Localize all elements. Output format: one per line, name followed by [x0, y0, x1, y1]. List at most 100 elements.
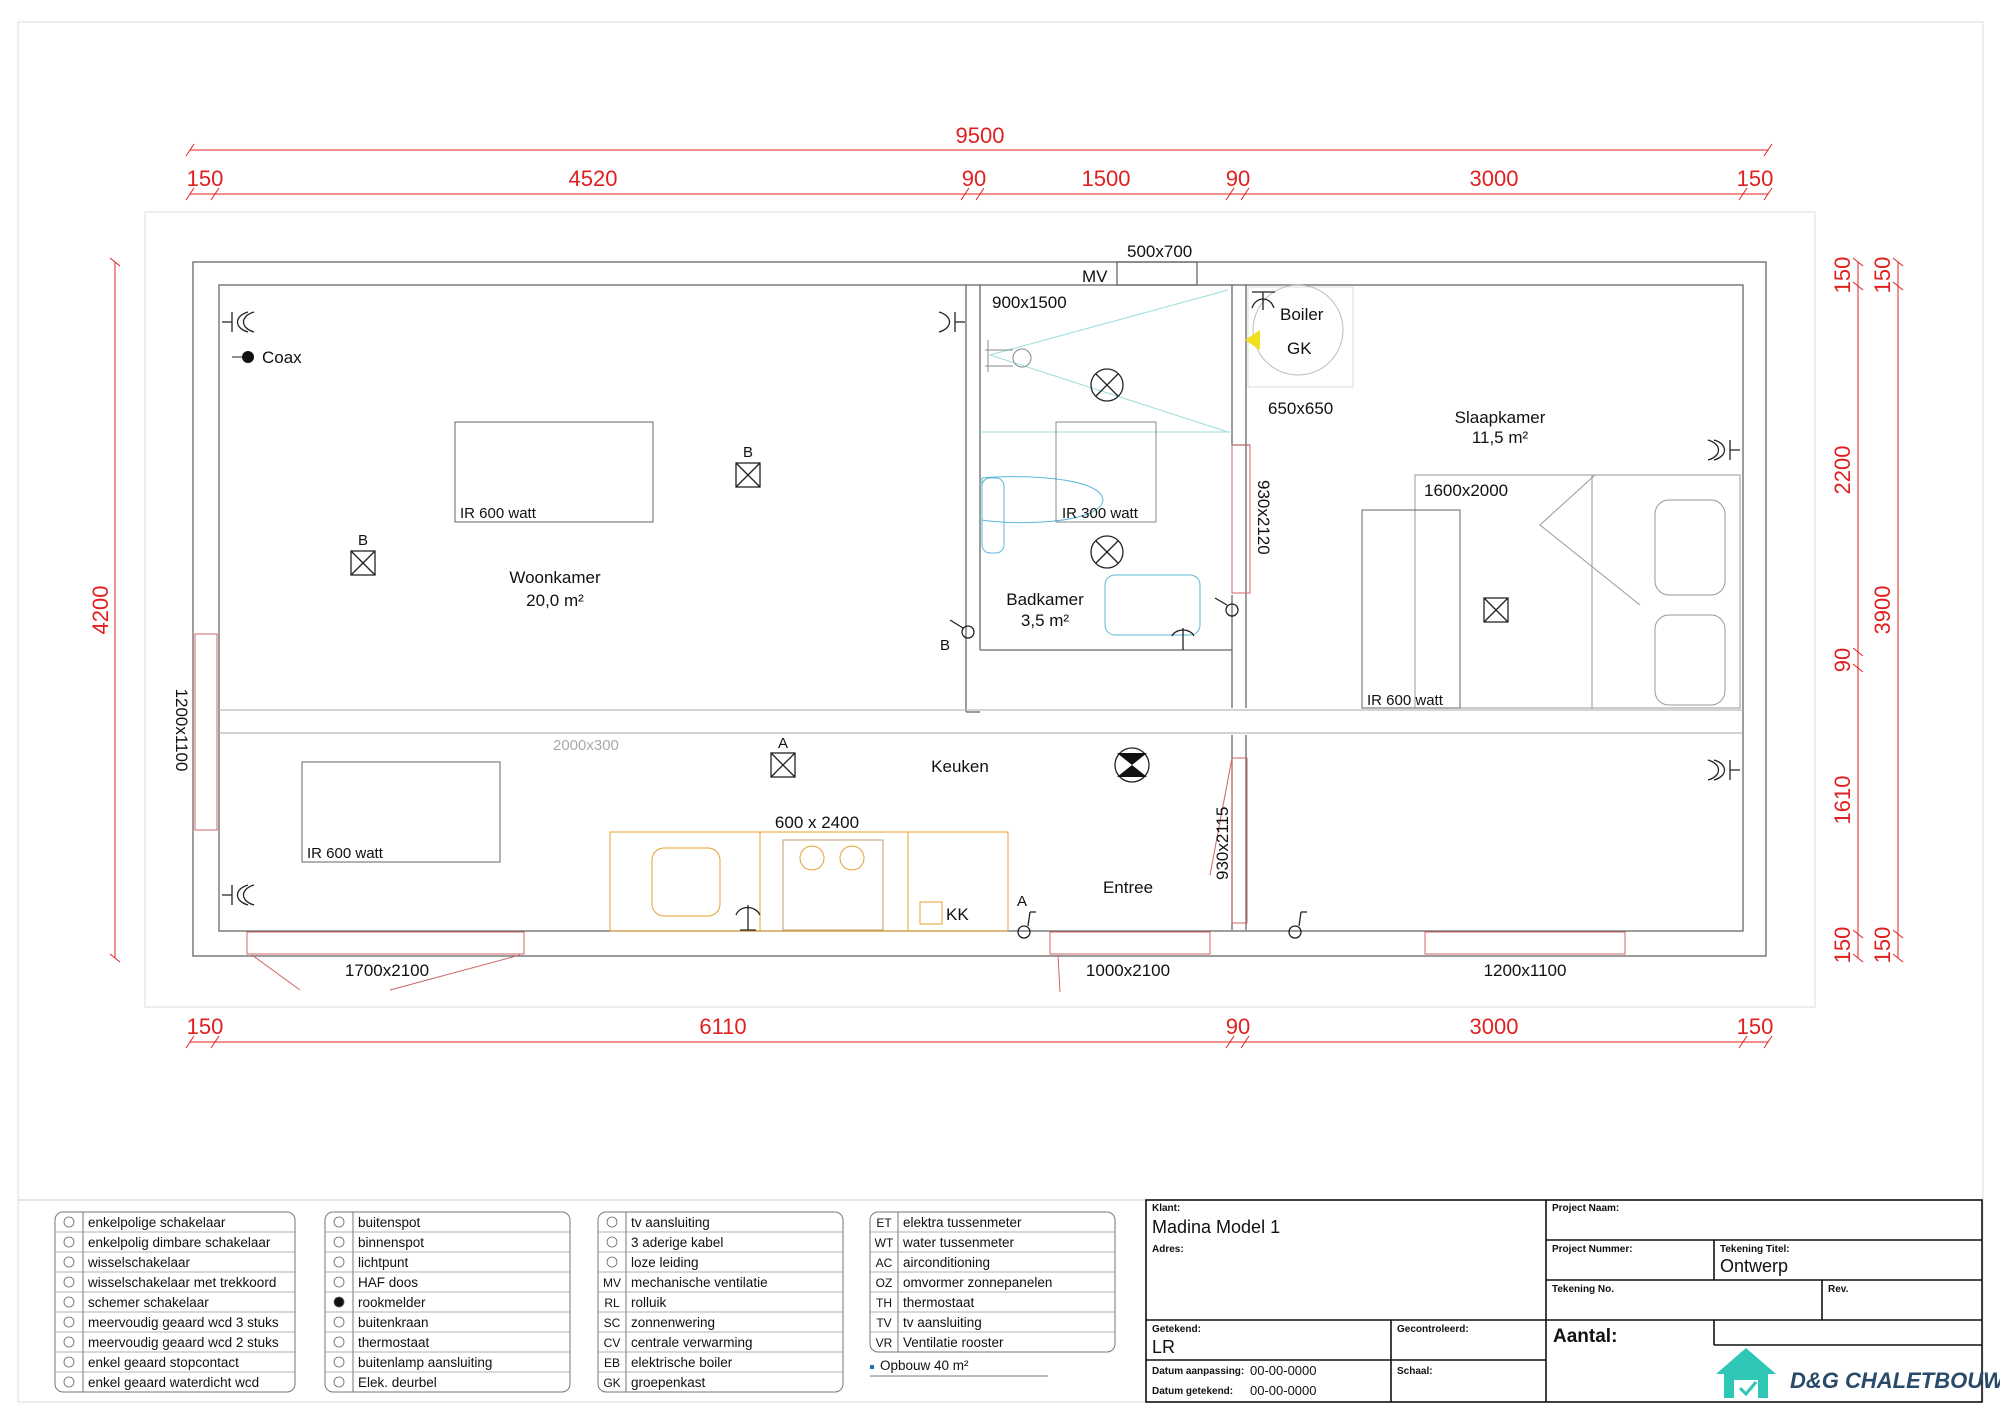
room-badkamer-name: Badkamer [1006, 590, 1084, 609]
opbouw-bullet [870, 1365, 874, 1369]
label-group-b-3: B [940, 637, 950, 654]
legend-item-label: loze leiding [631, 1255, 699, 1270]
legend-opbouw: Opbouw 40 m² [880, 1358, 969, 1373]
label-group-b-1: B [358, 532, 368, 549]
tb-datum-get-label: Datum getekend: [1152, 1386, 1233, 1397]
legend-item-label: enkel geaard stopcontact [88, 1355, 239, 1370]
tb-tektitel-label: Tekening Titel: [1720, 1244, 1790, 1255]
label-bed: 1600x2000 [1424, 481, 1508, 500]
legend-item-label: elektrische boiler [631, 1355, 733, 1370]
tb-klant: Madina Model 1 [1152, 1217, 1280, 1237]
smoke-detector-icon [1114, 747, 1150, 783]
bed [1361, 474, 1741, 709]
legend-item-label: airconditioning [903, 1255, 990, 1270]
label-window-left: 1200x1100 [172, 689, 191, 772]
legend-item-label: enkelpolig dimbare schakelaar [88, 1235, 271, 1250]
heater-bathroom [1055, 421, 1157, 523]
label-boiler: Boiler [1280, 305, 1324, 324]
legend-symbol-icon [63, 1236, 75, 1248]
dim-right-5: 150 [1830, 927, 1855, 964]
dim-bottom-2: 6110 [699, 1014, 746, 1039]
legend-item-label: rolluik [631, 1295, 667, 1310]
dim-top-3: 90 [962, 166, 986, 191]
legend-item-label: meervoudig geaard wcd 3 stuks [88, 1315, 279, 1330]
tb-getekend: LR [1152, 1337, 1175, 1357]
room-badkamer-area: 3,5 m² [1021, 611, 1070, 630]
room-entree-name: Entree [1103, 878, 1153, 897]
room-keuken-name: Keuken [931, 757, 989, 776]
dim-left-total: 4200 [88, 586, 113, 635]
left-dimension [109, 257, 121, 963]
dim-bottom-3: 90 [1226, 1014, 1250, 1039]
dim-top-6: 3000 [1470, 166, 1519, 191]
dim-right-outer-1: 150 [1870, 257, 1895, 294]
title-block-frame [1145, 1199, 1983, 1403]
legend-item-label: meervoudig geaard wcd 2 stuks [88, 1335, 279, 1350]
dim-bottom-4: 3000 [1470, 1014, 1519, 1039]
tb-tektitel: Ontwerp [1720, 1256, 1788, 1276]
legend-item-code: OZ [876, 1276, 893, 1290]
dim-top-5: 90 [1226, 166, 1250, 191]
legend-symbol-icon [63, 1256, 75, 1268]
dim-top-2: 4520 [569, 166, 618, 191]
label-kitchen-size: 600 x 2400 [775, 813, 859, 832]
dim-right-outer-2: 3900 [1870, 586, 1895, 635]
legend-item-code: MV [603, 1276, 621, 1290]
legend-symbol-icon [63, 1216, 75, 1228]
label-group-a-2: A [1017, 893, 1027, 910]
label-mv: MV [1082, 267, 1108, 286]
tb-rev-label: Rev. [1828, 1284, 1849, 1295]
tb-getekend-label: Getekend: [1152, 1324, 1201, 1335]
walls [192, 261, 1767, 957]
legend-item-code: TV [876, 1316, 891, 1330]
dim-right-3: 90 [1830, 648, 1855, 672]
dim-bottom-1: 150 [187, 1014, 224, 1039]
legend-symbol-icon [333, 1276, 345, 1288]
legend-item-code: SC [604, 1316, 621, 1330]
right-dimensions [1852, 257, 1904, 963]
label-heater-bathroom: IR 300 watt [1062, 505, 1139, 522]
legend-symbol-icon [63, 1276, 75, 1288]
legend-item-code: ET [876, 1216, 892, 1230]
legend-item-code: AC [876, 1256, 893, 1270]
logo-text: D&G CHALETBOUW [1790, 1368, 2000, 1393]
legend-item-code: CV [604, 1336, 621, 1350]
legend-item-label: centrale verwarming [631, 1335, 753, 1350]
legend-item-label: binnenspot [358, 1235, 424, 1250]
legend-item-label: enkel geaard waterdicht wcd [88, 1375, 259, 1390]
dim-top-4: 1500 [1082, 166, 1131, 191]
tb-aantal-label: Aantal: [1553, 1326, 1617, 1347]
legend-item-label: thermostaat [903, 1295, 975, 1310]
dim-total-width: 9500 [956, 123, 1005, 148]
label-group-b-2: B [743, 444, 753, 461]
label-heater-bedroom: IR 600 watt [1367, 692, 1444, 709]
legend-symbol-icon [333, 1356, 345, 1368]
dim-bottom-5: 150 [1737, 1014, 1774, 1039]
legend-item-label: HAF doos [358, 1275, 418, 1290]
bottom-dimensions [185, 1035, 1773, 1049]
openings [194, 444, 1626, 993]
legend-item-label: tv aansluiting [903, 1315, 982, 1330]
tb-projnr-label: Project Nummer: [1552, 1244, 1633, 1255]
legend-symbol-icon [333, 1216, 345, 1228]
dim-right-outer-3: 150 [1870, 927, 1895, 964]
tb-projnaam-label: Project Naam: [1552, 1203, 1619, 1214]
tb-tekno-label: Tekening No. [1552, 1284, 1614, 1295]
label-vent: 500x700 [1127, 242, 1192, 261]
label-bad-door: 930x2120 [1254, 480, 1273, 555]
legend-symbol-icon [63, 1376, 75, 1388]
heater-living [454, 421, 654, 523]
tb-datum-aanp: 00-00-0000 [1250, 1363, 1317, 1378]
room-slaapkamer-area: 11,5 m² [1472, 428, 1529, 447]
logo: D&G CHALETBOUW [1716, 1348, 2000, 1398]
label-entree-door: 930x2115 [1213, 807, 1232, 880]
switch-icons [949, 597, 1307, 939]
legend-item-label: schemer schakelaar [88, 1295, 209, 1310]
room-woonkamer-name: Woonkamer [509, 568, 601, 587]
label-heater-kitchen: IR 600 watt [307, 845, 384, 862]
bathroom-fixtures [980, 289, 1232, 636]
label-door-front: 1000x2100 [1086, 961, 1170, 980]
